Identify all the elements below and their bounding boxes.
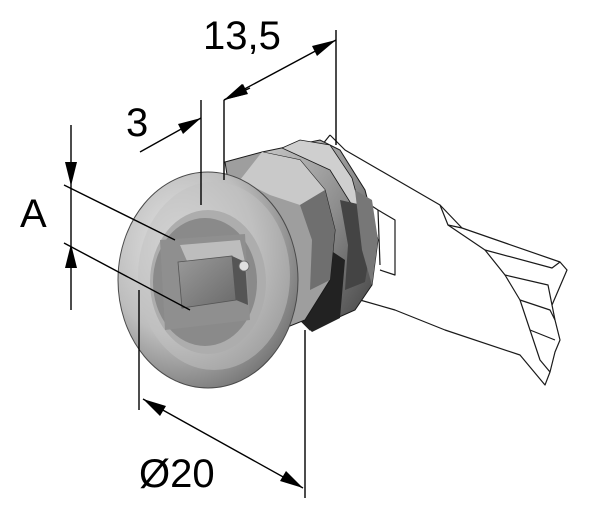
label-diameter-20: Ø20: [139, 452, 215, 496]
label-a: A: [20, 192, 47, 236]
label-3: 3: [126, 101, 148, 145]
dimension-3: 3: [126, 84, 251, 205]
dimension-a: A: [20, 125, 191, 311]
key-opening: [153, 218, 257, 346]
label-13-5: 13,5: [203, 14, 281, 58]
dimension-diameter-20: Ø20: [138, 290, 306, 498]
